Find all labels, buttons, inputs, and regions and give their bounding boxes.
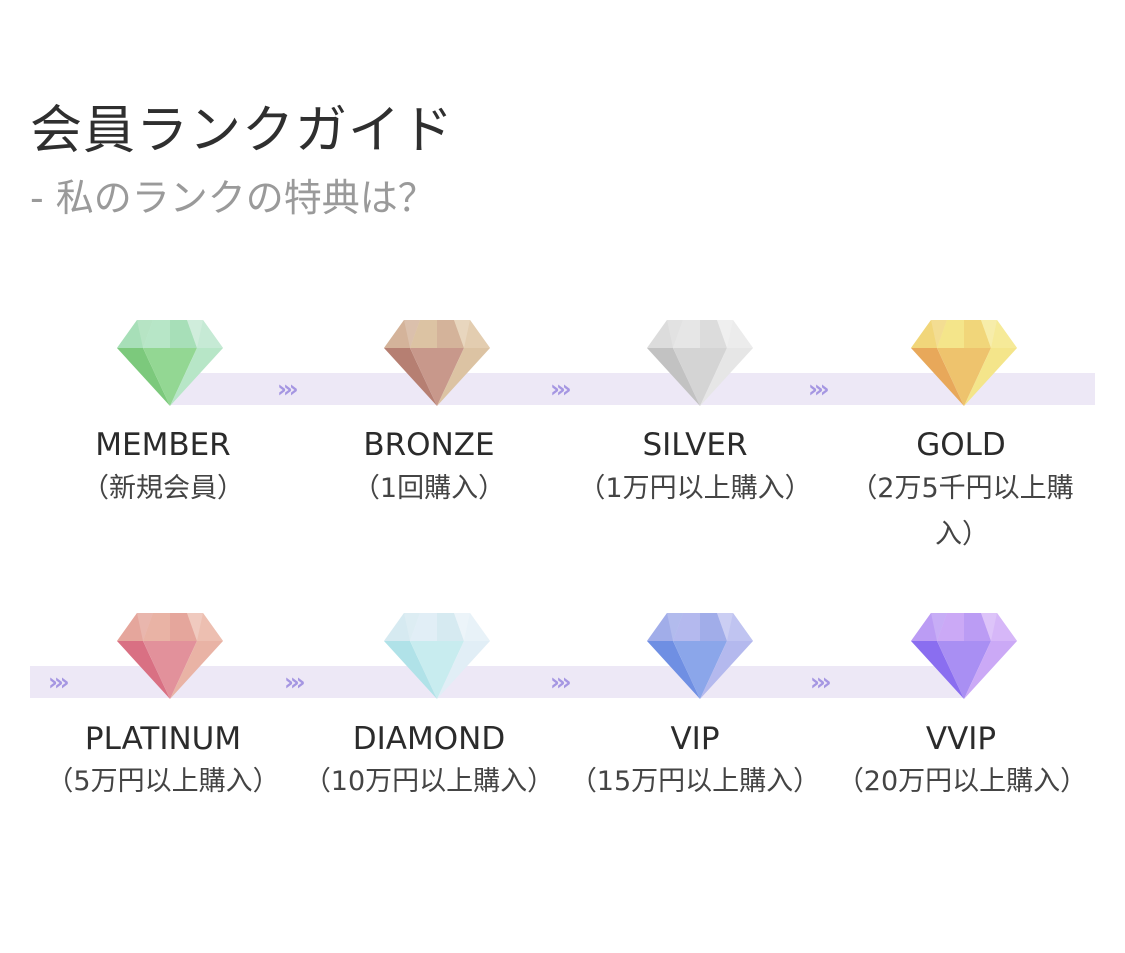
rank-requirement: （5万円以上購入） — [46, 766, 280, 797]
rank-name: GOLD — [916, 427, 1006, 463]
chevron-right-icon: ››› — [550, 375, 572, 403]
diamond-gem-icon — [911, 611, 1017, 699]
rank-requirement: （1万円以上購入） — [578, 473, 812, 504]
chevron-right-icon: ››› — [277, 375, 299, 403]
chevron-right-icon: ››› — [808, 375, 830, 403]
chevron-right-icon: ››› — [810, 668, 832, 696]
diamond-gem-icon — [647, 318, 753, 406]
rank-name: SILVER — [642, 427, 748, 463]
rank-name: DIAMOND — [352, 721, 506, 757]
chevron-right-icon: ››› — [284, 668, 306, 696]
rank-requirement: （15万円以上購入） — [569, 766, 821, 797]
diamond-gem-icon — [117, 318, 223, 406]
rank-name: BRONZE — [363, 427, 495, 463]
rank-name: VIP — [670, 721, 720, 757]
diamond-gem-icon — [911, 318, 1017, 406]
rank-name: MEMBER — [95, 427, 231, 463]
rank-requirement: （20万円以上購入） — [836, 766, 1088, 797]
rank-name: VVIP — [925, 721, 997, 757]
chevron-right-icon: ››› — [550, 668, 572, 696]
diamond-gem-icon — [647, 611, 753, 699]
diamond-gem-icon — [384, 318, 490, 406]
diamond-gem-icon — [384, 611, 490, 699]
rank-requirement: （新規会員） — [82, 473, 244, 504]
chevron-right-icon: ››› — [48, 668, 70, 696]
rank-requirement: （2万5千円以上購入） — [850, 473, 1074, 550]
page-title: 会員ランクガイド — [30, 101, 455, 161]
diamond-gem-icon — [117, 611, 223, 699]
rank-requirement: （10万円以上購入） — [303, 766, 555, 797]
rank-name: PLATINUM — [84, 721, 242, 757]
rank-requirement: （1回購入） — [352, 473, 506, 504]
page-subtitle: - 私のランクの特典は？ — [30, 176, 436, 220]
